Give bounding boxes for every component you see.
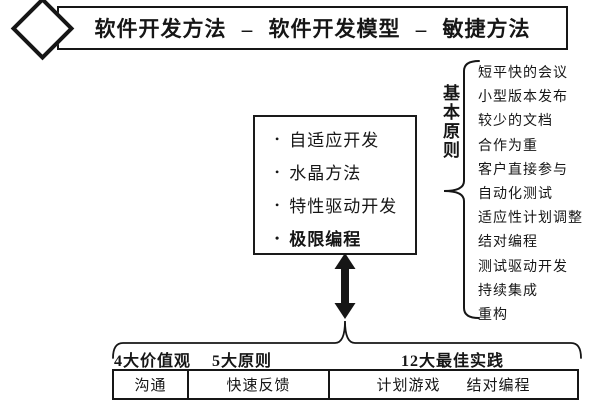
xp-cell-practices: 计划游戏 结对编程 [330,371,577,398]
bullet-icon: • [275,230,281,245]
title-banner: 软件开发方法 – 软件开发模型 – 敏捷方法 [57,6,568,50]
xp-practice-label: 计划游戏 [376,378,441,394]
principle-item: 适应性计划调整 [478,211,583,227]
principles-vertical-label: 基本原则 [440,84,459,160]
principle-item: 重构 [478,308,508,324]
xp-header-practices: 12大最佳实践 [400,353,504,370]
agile-method-label: 水晶方法 [289,164,362,183]
list-item: • 特性驱动开发 [275,188,415,221]
xp-value-label: 沟通 [134,378,167,394]
principle-item: 客户直接参与 [478,162,568,178]
xp-cell-values: 沟通 [114,371,189,398]
agile-method-label: 特性驱动开发 [289,197,398,216]
principle-item: 结对编程 [478,235,538,251]
list-item: • 极限编程 [275,221,415,254]
agile-method-label: 极限编程 [289,230,362,249]
agile-method-label: 自适应开发 [289,131,380,150]
xp-practice-label: 结对编程 [466,378,531,394]
top-curly-brace-icon [112,320,582,359]
principle-item: 测试驱动开发 [478,259,568,275]
principle-item: 自动化测试 [478,187,553,203]
xp-header-principles: 5大原则 [212,353,273,370]
list-item: • 自适应开发 [275,122,415,155]
double-arrow-icon [334,253,356,319]
agile-methods-box: • 自适应开发 • 水晶方法 • 特性驱动开发 • 极限编程 [253,115,417,255]
xp-cell-principles: 快速反馈 [189,371,330,398]
principle-item: 持续集成 [478,283,538,299]
principles-list: 短平快的会议 小型版本发布 较少的文档 合作为重 客户直接参与 自动化测试 适应… [478,62,583,328]
list-item: • 水晶方法 [275,155,415,188]
principle-item: 短平快的会议 [478,66,568,81]
xp-header-values: 4大价值观 [114,353,192,370]
principle-item: 较少的文档 [478,114,553,130]
bullet-icon: • [275,131,281,146]
bullet-icon: • [275,164,281,179]
principle-item: 小型版本发布 [478,90,568,106]
principle-item: 合作为重 [478,138,538,154]
xp-table-row: 沟通 快速反馈 计划游戏 结对编程 [112,369,579,400]
left-curly-brace-icon [443,60,480,319]
xp-principle-label: 快速反馈 [226,378,291,394]
page-title: 软件开发方法 – 软件开发模型 – 敏捷方法 [94,17,531,41]
bullet-icon: • [275,197,281,212]
